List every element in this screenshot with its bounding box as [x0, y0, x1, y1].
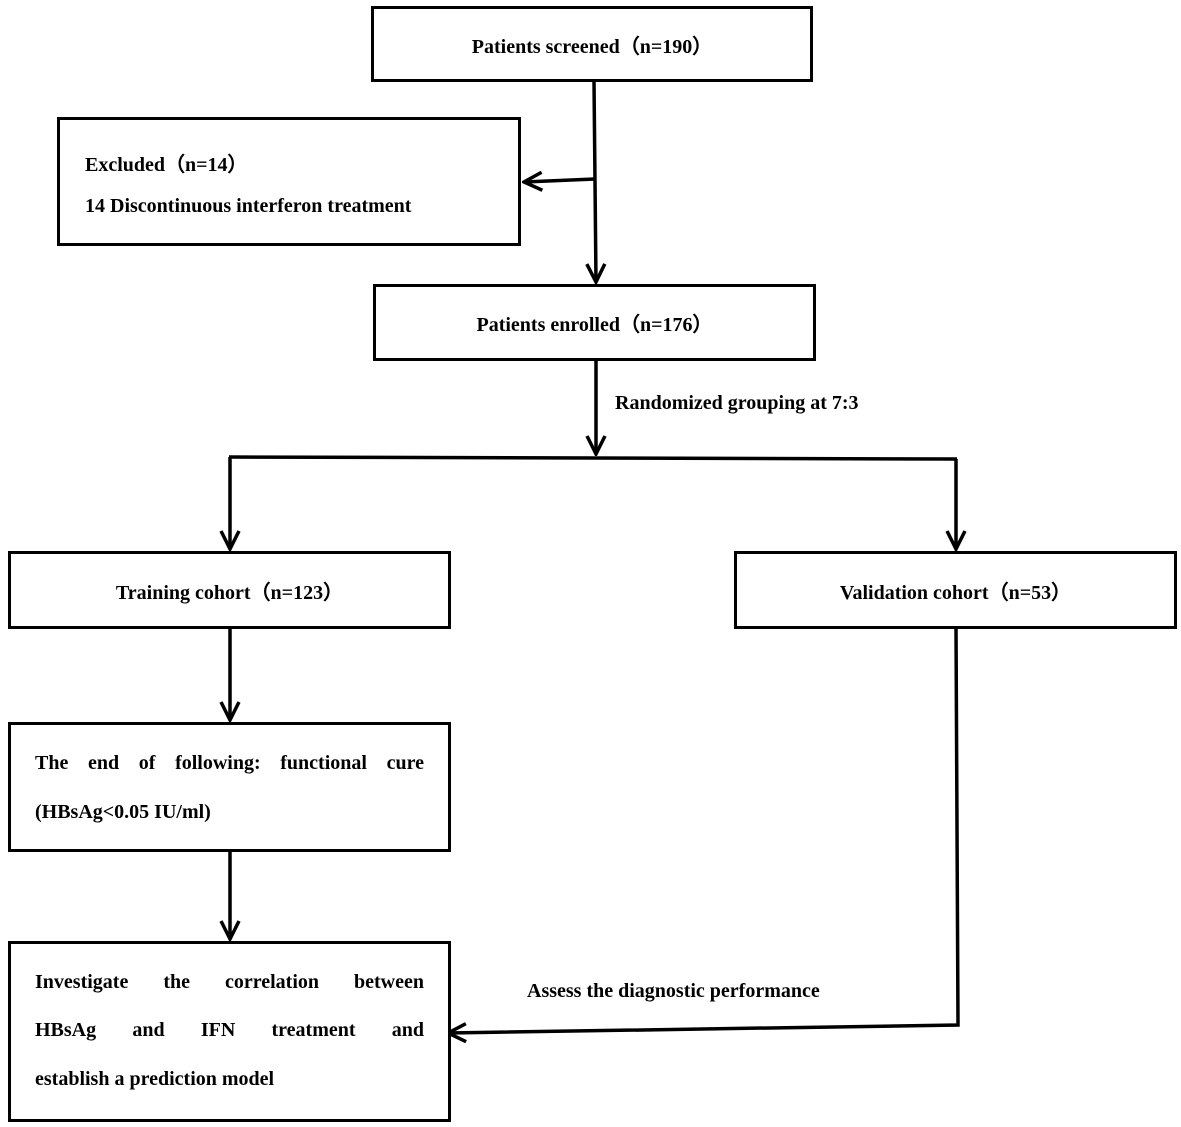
- patients-enrolled-text: Patients enrolled（n=176）: [476, 314, 713, 336]
- assess-performance-label: Assess the diagnostic performance: [527, 980, 820, 1002]
- patients-enrolled-box: Patients enrolled（n=176）: [373, 284, 816, 361]
- training-cohort-text: Training cohort（n=123）: [115, 581, 344, 604]
- arrow-to-excluded: [524, 179, 596, 182]
- patients-screened-box: Patients screened（n=190）: [371, 6, 813, 82]
- arrow-screened-to-enrolled: [594, 80, 596, 282]
- split-line: [228, 455, 958, 461]
- endpoint-line-1: The end of following: functional cure: [35, 752, 424, 774]
- endpoint-line-2: (HBsAg<0.05 IU/ml): [35, 801, 211, 823]
- excluded-reason: 14 Discontinuous interferon treatment: [85, 195, 412, 217]
- endpoint-box: The end of following: functional cure (H…: [8, 722, 451, 852]
- patients-screened-text: Patients screened（n=190）: [471, 35, 713, 58]
- validation-connector: [448, 627, 960, 1033]
- validation-cohort-box: Validation cohort（n=53）: [734, 551, 1177, 629]
- investigate-line-1: Investigate the correlation between: [35, 971, 424, 993]
- validation-cohort-text: Validation cohort（n=53）: [839, 581, 1072, 604]
- training-cohort-box: Training cohort（n=123）: [8, 551, 451, 629]
- randomized-grouping-label: Randomized grouping at 7:3: [615, 392, 859, 414]
- excluded-box: Excluded（n=14） 14 Discontinuous interfer…: [57, 117, 521, 246]
- investigate-line-3: establish a prediction model: [35, 1068, 275, 1090]
- excluded-title: Excluded（n=14）: [85, 154, 248, 176]
- investigate-box: Investigate the correlation between HBsA…: [8, 941, 451, 1122]
- investigate-line-2: HBsAg and IFN treatment and: [35, 1019, 424, 1041]
